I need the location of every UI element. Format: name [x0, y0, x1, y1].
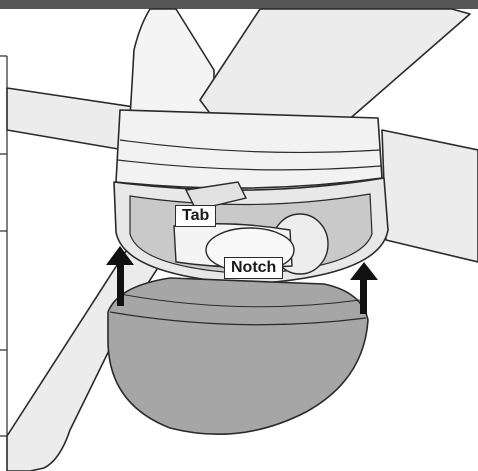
- left-frame: [0, 55, 8, 437]
- light-kit-cover: [107, 277, 369, 436]
- motor-housing: [115, 109, 383, 189]
- housing-band-line: [117, 159, 382, 171]
- wiring-socket: [173, 181, 329, 275]
- housing-band-line: [119, 139, 381, 154]
- cover-rim-line: [109, 311, 367, 326]
- fan-blade-lower-left: [6, 219, 177, 471]
- tab-label: Tab: [175, 205, 217, 227]
- fan-blade-right: [381, 129, 478, 263]
- top-bar: [0, 0, 478, 9]
- up-arrow-icon: [350, 262, 378, 314]
- up-arrow-icon: [106, 246, 134, 306]
- cover-rim-line: [119, 293, 361, 308]
- notch-label: Notch: [224, 257, 284, 279]
